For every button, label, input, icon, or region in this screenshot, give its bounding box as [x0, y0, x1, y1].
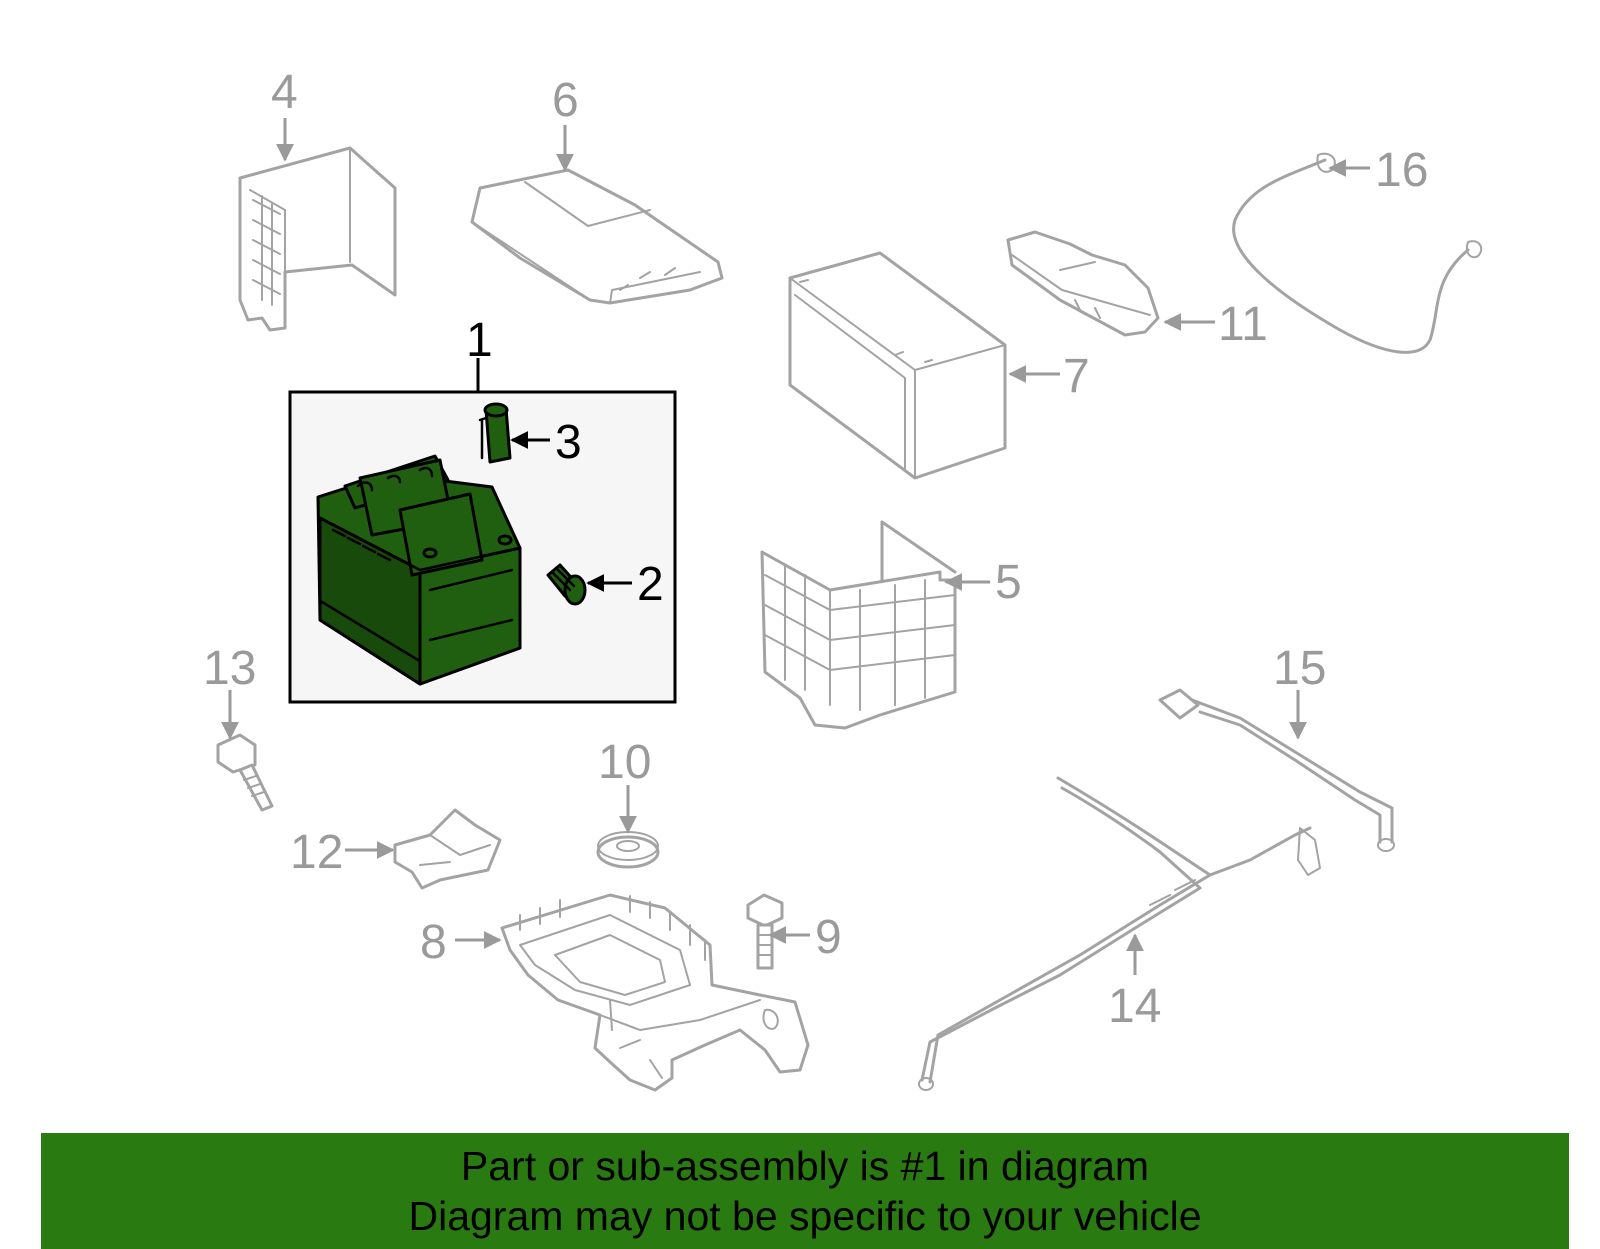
callout-10: 10	[598, 736, 651, 789]
part-7-battery-housing	[788, 251, 1007, 480]
callout-1: 1	[466, 314, 493, 367]
callout-13: 13	[203, 642, 256, 695]
part-9-bolt	[746, 893, 784, 970]
part-8-battery-tray	[500, 893, 810, 1092]
callout-2: 2	[637, 558, 664, 611]
banner-line-2: Diagram may not be specific to your vehi…	[408, 1193, 1202, 1239]
part-6-top-cover	[470, 168, 724, 305]
part-10-nut	[596, 831, 660, 869]
callout-6: 6	[552, 74, 579, 127]
callout-4: 4	[271, 66, 298, 119]
part-2-plug[interactable]	[546, 563, 587, 606]
callout-15: 15	[1273, 642, 1326, 695]
callout-11: 11	[1218, 298, 1268, 351]
callout-3: 3	[555, 416, 582, 469]
banner-line-1: Part or sub-assembly is #1 in diagram	[460, 1143, 1150, 1189]
callout-labels: 1 2 3 4 5 6 7 8 9 10 11 12 13 14 15 16	[203, 66, 1428, 1033]
part-1-battery[interactable]	[316, 454, 522, 686]
callout-9: 9	[815, 911, 842, 964]
part-15-cable	[1158, 688, 1395, 852]
part-4-side-cover	[238, 146, 397, 332]
callout-8: 8	[420, 916, 447, 969]
part-11-terminal-cover	[1006, 230, 1160, 337]
part-12-bracket	[393, 808, 502, 890]
info-banner: Part or sub-assembly is #1 in diagram Di…	[41, 1133, 1569, 1249]
part-3-vent-plug[interactable]	[478, 402, 512, 464]
part-14-harness	[918, 776, 1321, 1091]
callout-14: 14	[1108, 980, 1161, 1033]
part-13-bolt	[216, 733, 274, 812]
callout-12: 12	[290, 826, 343, 879]
callout-16: 16	[1375, 144, 1428, 197]
part-5-battery-insulation	[760, 520, 957, 730]
part-16-cable	[1232, 152, 1483, 354]
leader-lines	[221, 118, 1370, 975]
callout-7: 7	[1063, 350, 1090, 403]
callout-5: 5	[995, 556, 1022, 609]
